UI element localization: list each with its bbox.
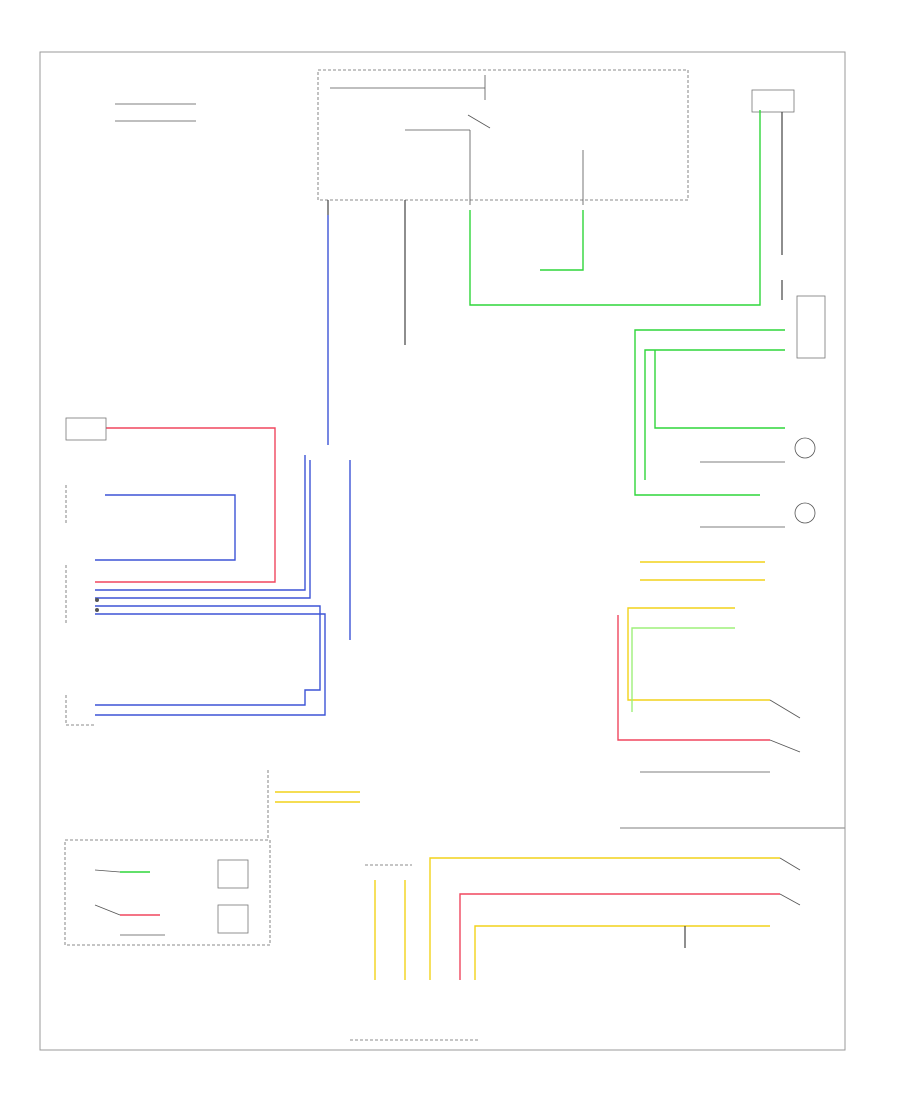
wire-gray-group bbox=[120, 215, 845, 948]
input-speed-sensor bbox=[794, 437, 816, 524]
wire-blue-group bbox=[95, 215, 351, 716]
transmission-range-switch bbox=[769, 699, 801, 906]
legend bbox=[115, 103, 196, 122]
wire-lime-group bbox=[631, 627, 735, 712]
right-paddle-switch bbox=[65, 695, 95, 726]
shift-lock-control-switch bbox=[64, 770, 271, 946]
diagram-frame bbox=[39, 51, 846, 1051]
wire-red-group bbox=[95, 427, 780, 980]
data-link-connector bbox=[751, 89, 826, 359]
transmission-control-module bbox=[317, 69, 689, 215]
automatic-transmission-shift-lock-control bbox=[350, 864, 480, 1041]
left-paddle-switch bbox=[65, 417, 107, 625]
wire-green-group bbox=[120, 110, 785, 873]
wire-yellow-group bbox=[275, 561, 780, 980]
